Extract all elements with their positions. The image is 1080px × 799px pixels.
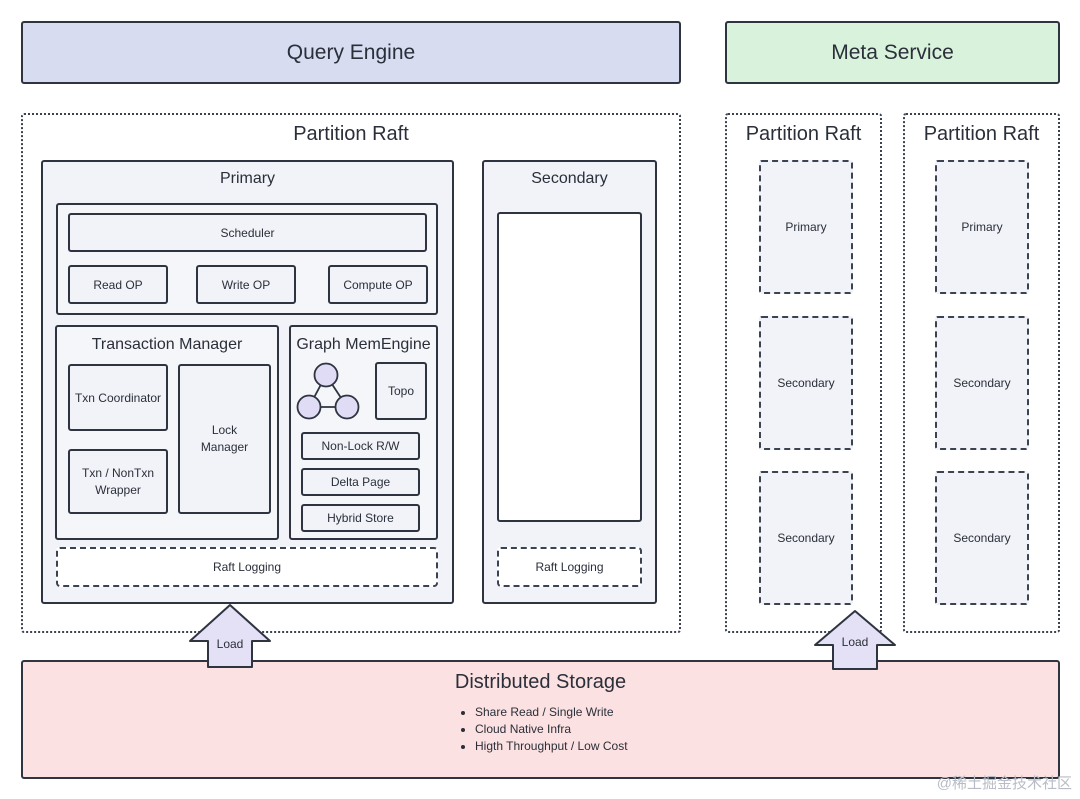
query-engine-bar: Query Engine [21, 21, 681, 84]
scheduler-label: Scheduler [220, 225, 275, 240]
txn-wrapper-label: Txn / NonTxn Wrapper [81, 465, 155, 497]
topo-label: Topo [387, 384, 415, 398]
meta-service-label: Meta Service [831, 40, 954, 64]
graph-triangle-icon [294, 360, 364, 424]
scheduler-box: Scheduler [68, 213, 427, 252]
txn-coordinator-label: Txn Coordinator [74, 390, 162, 405]
main-partition-raft-title: Partition Raft [293, 123, 409, 145]
txn-wrapper-box: Txn / NonTxn Wrapper [68, 449, 168, 514]
side-2-node-primary: Primary [935, 160, 1029, 294]
hybrid-store-label: Hybrid Store [327, 511, 394, 525]
topo-box: Topo [375, 362, 427, 420]
compute-op-box: Compute OP [328, 265, 428, 304]
side-1-node-secondary-1-label: Secondary [777, 376, 835, 390]
read-op-label: Read OP [93, 277, 143, 292]
lock-manager-box: Lock Manager [178, 364, 271, 514]
primary-raft-logging: Raft Logging [56, 547, 438, 587]
secondary-title: Secondary [531, 170, 608, 187]
transaction-manager-title: Transaction Manager [91, 336, 243, 353]
load-arrow-right: Load [813, 609, 897, 671]
main-partition-raft: Partition Raft [21, 113, 681, 633]
delta-page-box: Delta Page [301, 468, 420, 496]
side-1-node-primary: Primary [759, 160, 853, 294]
side-partition-raft-1-title: Partition Raft [745, 123, 862, 145]
side-1-node-secondary-2-label: Secondary [777, 531, 835, 545]
side-2-node-secondary-2: Secondary [935, 471, 1029, 605]
side-1-node-secondary-2: Secondary [759, 471, 853, 605]
graph-memengine-title: Graph MemEngine [296, 336, 431, 353]
non-lock-rw-box: Non-Lock R/W [301, 432, 420, 460]
meta-service-bar: Meta Service [725, 21, 1060, 84]
secondary-raft-logging-label: Raft Logging [535, 560, 604, 574]
side-partition-raft-2: Partition Raft [903, 113, 1060, 633]
side-2-node-secondary-2-label: Secondary [953, 531, 1011, 545]
secondary-raft-logging: Raft Logging [497, 547, 642, 587]
compute-op-label: Compute OP [343, 277, 413, 292]
load-arrow-left-label: Load [216, 637, 244, 651]
secondary-inner-panel [497, 212, 642, 522]
storage-bullet: Higth Throughput / Low Cost [475, 738, 699, 755]
storage-bullet: Share Read / Single Write [475, 704, 699, 721]
side-2-node-secondary-1: Secondary [935, 316, 1029, 450]
distributed-storage-title: Distributed Storage [454, 671, 627, 693]
read-op-box: Read OP [68, 265, 168, 304]
storage-bullet: Cloud Native Infra [475, 721, 699, 738]
write-op-box: Write OP [196, 265, 296, 304]
storage-bullets: Share Read / Single Write Cloud Native I… [459, 704, 699, 755]
write-op-label: Write OP [221, 277, 271, 292]
side-partition-raft-2-title: Partition Raft [923, 123, 1040, 145]
side-partition-raft-1: Partition Raft [725, 113, 882, 633]
primary-raft-logging-label: Raft Logging [212, 560, 282, 574]
side-2-node-secondary-1-label: Secondary [953, 376, 1011, 390]
query-engine-label: Query Engine [286, 40, 416, 64]
txn-coordinator-box: Txn Coordinator [68, 364, 168, 431]
distributed-storage-box: Distributed Storage Share Read / Single … [21, 660, 1060, 779]
hybrid-store-box: Hybrid Store [301, 504, 420, 532]
load-arrow-right-label: Load [841, 635, 869, 649]
primary-title: Primary [219, 170, 276, 187]
watermark: @稀土掘金技术社区 [936, 775, 1072, 792]
side-2-node-primary-label: Primary [961, 220, 1003, 234]
non-lock-rw-label: Non-Lock R/W [321, 439, 400, 453]
delta-page-label: Delta Page [330, 475, 391, 489]
load-arrow-left: Load [188, 603, 272, 669]
side-1-node-primary-label: Primary [785, 220, 827, 234]
lock-manager-label: Lock Manager [200, 423, 249, 454]
side-1-node-secondary-1: Secondary [759, 316, 853, 450]
